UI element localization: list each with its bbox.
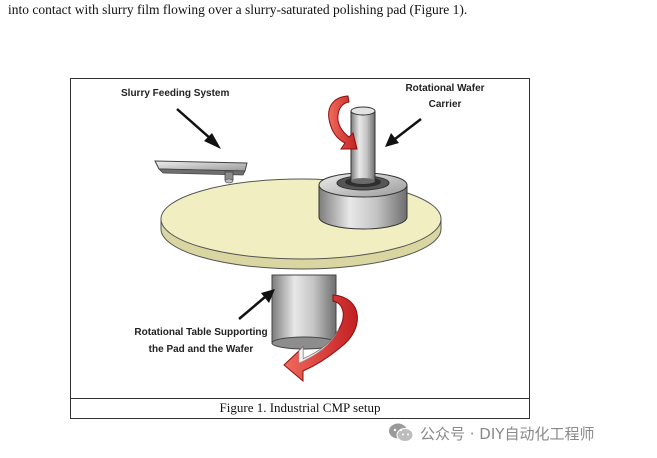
table-column — [271, 274, 337, 350]
table-rotation-arrow — [283, 294, 358, 383]
watermark: 公众号 · DIY自动化工程师 — [388, 422, 594, 444]
watermark-text: 公众号 · DIY自动化工程师 — [420, 424, 595, 443]
wechat-icon — [389, 423, 414, 442]
label-slurry-feeding: Slurry Feeding System — [121, 88, 229, 99]
pointer-arrows — [176, 108, 422, 320]
label-table-line2: the Pad and the Wafer — [149, 344, 254, 355]
figure-caption: Figure 1. Industrial CMP setup — [71, 398, 529, 418]
intro-text: into contact with slurry film flowing ov… — [8, 2, 468, 17]
cmp-setup-illustration: Slurry Feeding System Rotational Wafer C… — [121, 83, 485, 383]
label-carrier-line2: Carrier — [429, 99, 462, 110]
label-table-line1: Rotational Table Supporting — [134, 327, 267, 338]
figure-frame: Slurry Feeding System Rotational Wafer C… — [70, 78, 530, 419]
label-carrier-line1: Rotational Wafer — [405, 83, 484, 94]
slurry-feeder — [154, 160, 248, 184]
carrier-rotation-arrow — [328, 95, 358, 150]
